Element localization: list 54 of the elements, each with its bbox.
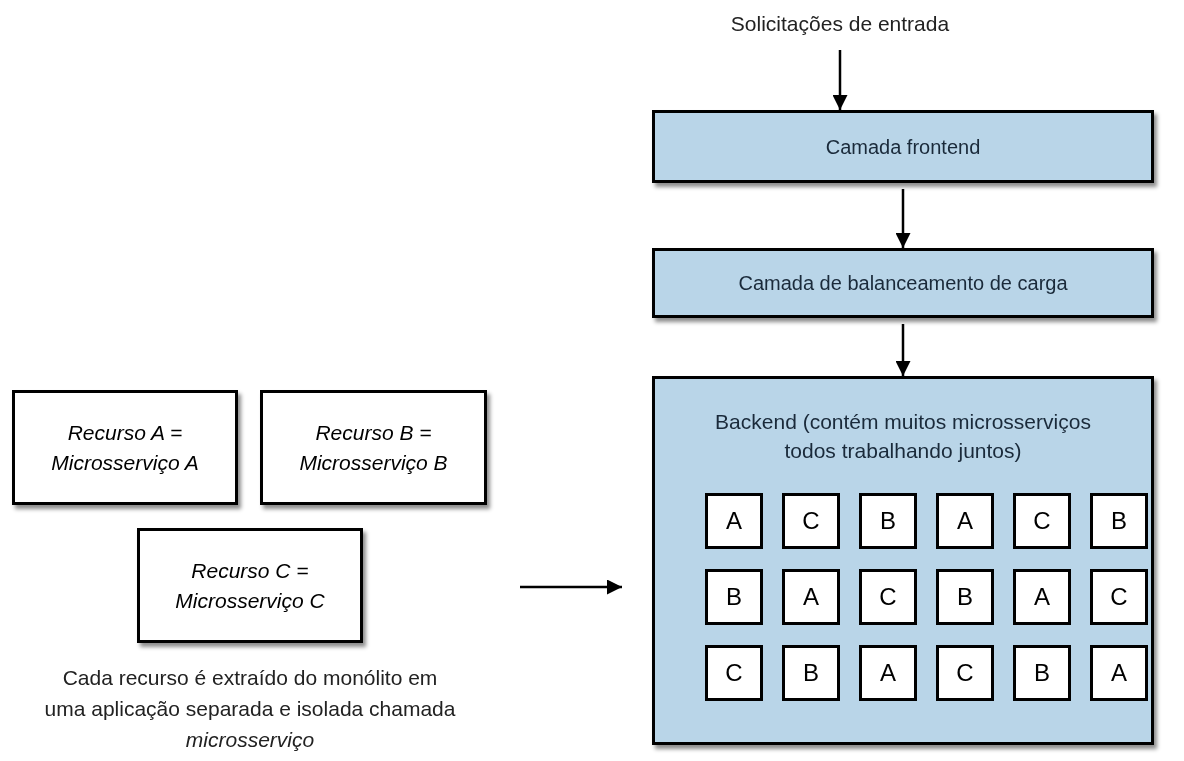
microservice-box [705,569,763,625]
box-text: Backend (contém muitos microsserviços todos trabalhando juntos) [714,409,1092,464]
box-text: Recurso A = Microsserviço A [50,419,200,476]
layer-box [652,248,1154,318]
box-text: B [957,582,973,612]
input-label: Solicitações de entrada [730,11,950,38]
microservice-box [705,493,763,549]
box-text: Camada frontend [825,134,981,160]
microservice-box [705,645,763,701]
box-text: C [802,506,820,536]
box-text: B [1111,506,1127,536]
box-text: Camada de balanceamento de carga [738,271,1068,296]
box-text: B [880,506,896,536]
box-text: A [957,506,973,536]
microservice-box [859,569,917,625]
box-text: C [1110,582,1128,612]
microservice-box [1090,645,1148,701]
box-text: B [1034,658,1050,688]
box-text: C [725,658,743,688]
caption-note: Cada recurso é extraído do monólito em uma aplicação separada e isolada chamada microsserviço [43,665,457,753]
box-text: C [879,582,897,612]
microservice-box [936,569,994,625]
microservice-box [782,493,840,549]
resource-box [137,528,363,643]
box-text: B [726,582,742,612]
resource-box [260,390,487,505]
box-text: C [956,658,974,688]
arrow [895,324,911,376]
microservice-box [859,493,917,549]
box-text: A [1034,582,1050,612]
microservice-box [782,569,840,625]
box-text: Recurso C = Microsserviço C [174,557,326,614]
box-text: A [803,582,819,612]
microservice-box [859,645,917,701]
box-text: C [1033,506,1051,536]
microservice-box [1013,569,1071,625]
box-text: A [1111,658,1127,688]
microservice-box [936,645,994,701]
box-text: B [803,658,819,688]
arrow [895,189,911,248]
microservice-box [1090,569,1148,625]
box-text: Recurso B = Microsserviço B [298,419,449,476]
arrow [832,50,848,110]
box-text: A [726,506,742,536]
microservice-box [1013,493,1071,549]
arrow [520,579,622,595]
microservice-box [782,645,840,701]
microservice-box [1013,645,1071,701]
microservice-box [936,493,994,549]
resource-box [12,390,238,505]
backend-container [652,376,1154,745]
layer-box [652,110,1154,183]
box-text: A [880,658,896,688]
microservice-box [1090,493,1148,549]
